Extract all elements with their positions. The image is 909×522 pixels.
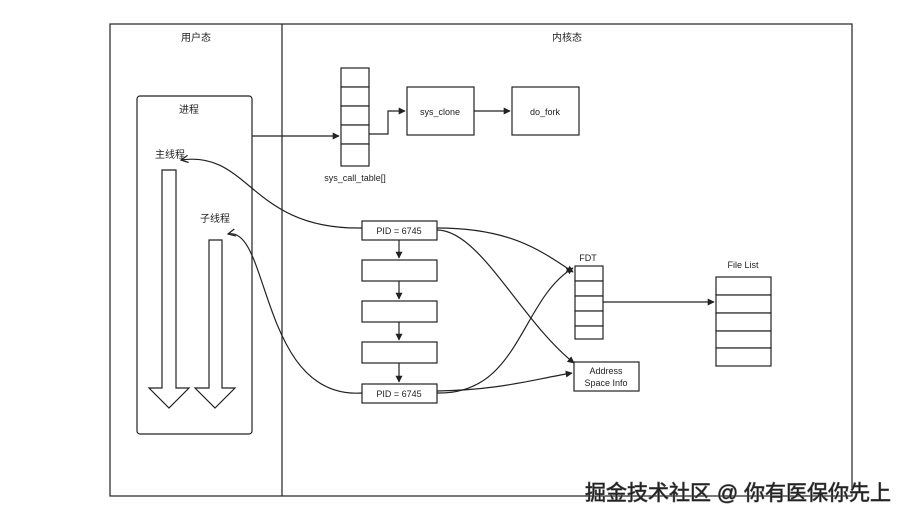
pid-top-to-address-space bbox=[436, 229, 575, 364]
fdt-label: FDT bbox=[579, 253, 597, 263]
process-box bbox=[136, 95, 253, 435]
pid-bottom-to-fdt bbox=[436, 267, 574, 394]
main-thread-arrow bbox=[147, 169, 191, 409]
task-struct-box-3 bbox=[361, 341, 438, 364]
pid-bottom-label: PID = 6745 bbox=[376, 389, 421, 399]
child-thread-label: 子线程 bbox=[200, 212, 230, 225]
syscall-table-label: sys_call_table[] bbox=[324, 173, 386, 183]
sys-clone-box bbox=[406, 86, 475, 136]
outer-frame bbox=[109, 23, 853, 497]
sys-clone-label: sys_clone bbox=[420, 107, 460, 117]
do-fork-box bbox=[511, 86, 580, 136]
fdt-table bbox=[574, 265, 604, 340]
pid-top-label: PID = 6745 bbox=[376, 226, 421, 236]
address-space-label-line1: Address bbox=[589, 366, 623, 376]
address-space-box bbox=[573, 361, 640, 392]
pid-bottom-to-address-space bbox=[436, 370, 573, 392]
do-fork-label: do_fork bbox=[530, 107, 561, 117]
process-label: 进程 bbox=[179, 104, 199, 116]
kernel-space-label: 内核态 bbox=[552, 31, 582, 44]
task-struct-box-1 bbox=[361, 259, 438, 282]
main-thread-label: 主线程 bbox=[155, 148, 185, 161]
watermark: 掘金技术社区 @ 你有医保你先上 bbox=[585, 482, 891, 505]
address-space-label-line2: Space Info bbox=[584, 378, 627, 388]
pid-bottom-to-child-thread bbox=[228, 234, 363, 394]
child-thread-arrow bbox=[193, 239, 237, 409]
pid-top-to-fdt bbox=[436, 227, 574, 273]
file-list-label: File List bbox=[727, 260, 759, 270]
syscall-to-sysclone-arrow bbox=[369, 107, 406, 135]
file-list-table bbox=[715, 276, 772, 367]
task-struct-box-2 bbox=[361, 300, 438, 323]
user-space-label: 用户态 bbox=[181, 31, 211, 44]
syscall-table bbox=[340, 67, 370, 167]
pid-top-to-main-thread bbox=[181, 159, 363, 229]
